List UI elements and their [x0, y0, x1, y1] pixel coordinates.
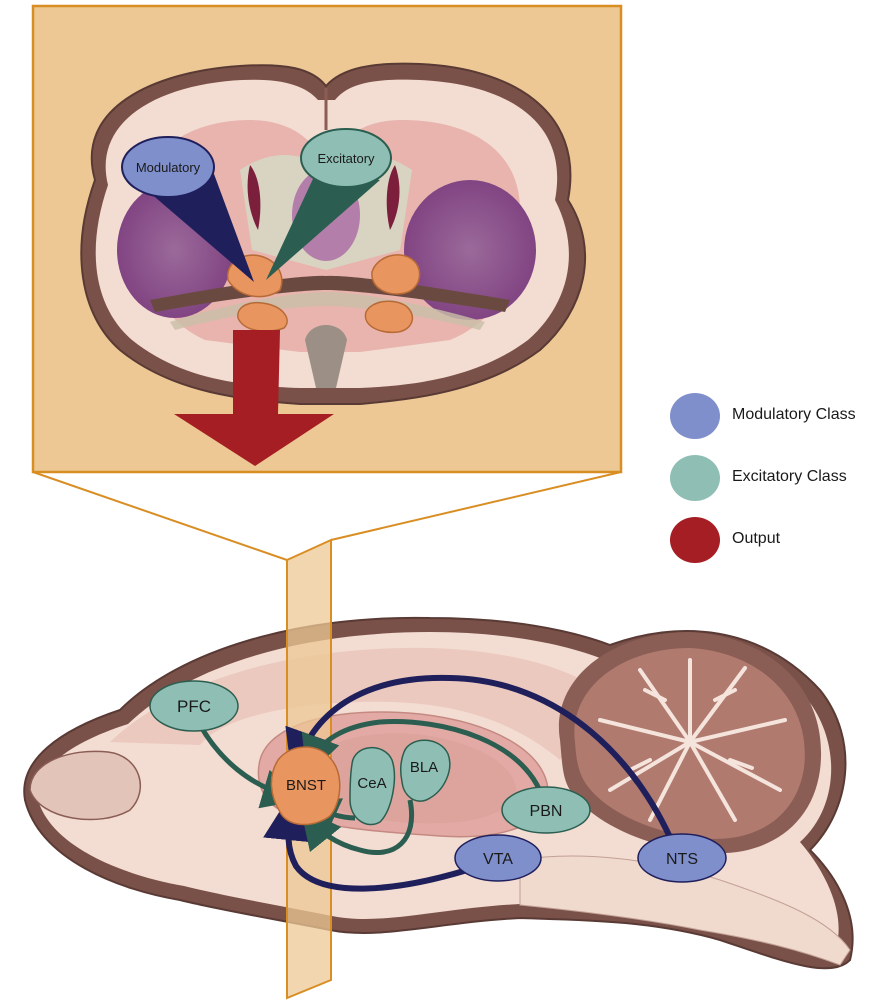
bnst-right-dorsal	[372, 255, 420, 294]
bnst-right-ventral	[365, 301, 412, 332]
svg-text:PFC: PFC	[177, 697, 211, 716]
legend-item-excitatory: Excitatory Class	[670, 455, 880, 517]
svg-text:NTS: NTS	[666, 851, 698, 868]
node-vta: VTA	[455, 835, 541, 881]
sagittal-brain	[24, 618, 852, 968]
legend: Modulatory Class Excitatory Class Output	[670, 393, 880, 579]
svg-text:VTA: VTA	[483, 851, 513, 868]
svg-text:CeA: CeA	[357, 775, 386, 792]
svg-text:BNST: BNST	[286, 777, 326, 794]
connector-line-right	[331, 472, 621, 540]
node-pbn: PBN	[502, 787, 590, 833]
legend-swatch-output	[670, 517, 720, 563]
connector-line-left	[33, 472, 287, 560]
legend-item-output: Output	[670, 517, 880, 579]
legend-label-modulatory: Modulatory Class	[732, 406, 856, 424]
svg-text:BLA: BLA	[410, 759, 438, 776]
coronal-brain-section	[81, 64, 585, 404]
excitatory-label: Excitatory	[317, 151, 375, 166]
svg-text:PBN: PBN	[530, 803, 563, 820]
node-bnst: BNST	[271, 747, 339, 825]
legend-item-modulatory: Modulatory Class	[670, 393, 880, 455]
node-pfc: PFC	[150, 681, 238, 731]
legend-swatch-modulatory	[670, 393, 720, 439]
legend-swatch-excitatory	[670, 455, 720, 501]
legend-label-excitatory: Excitatory Class	[732, 468, 847, 486]
legend-label-output: Output	[732, 530, 780, 548]
node-nts: NTS	[638, 834, 726, 882]
modulatory-label: Modulatory	[136, 160, 201, 175]
